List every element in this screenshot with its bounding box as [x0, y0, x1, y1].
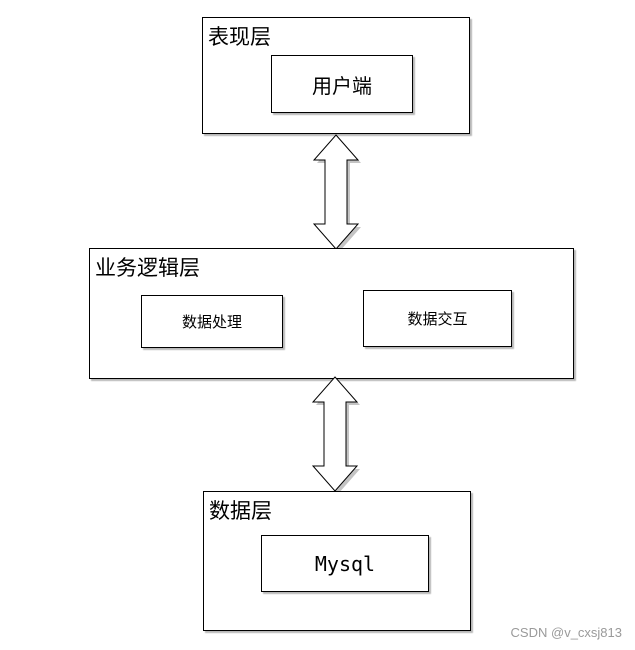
business-layer: 业务逻辑层 数据处理 数据交互 — [89, 248, 574, 379]
data-processing-box: 数据处理 — [141, 295, 283, 348]
data-interaction-box: 数据交互 — [363, 290, 512, 347]
arrow-bottom-shape — [311, 376, 359, 492]
presentation-layer-title: 表现层 — [208, 25, 271, 49]
mysql-box: Mysql — [261, 535, 429, 592]
client-box-label: 用户端 — [312, 73, 372, 98]
arrow-top-shape — [312, 134, 360, 250]
business-layer-title: 业务逻辑层 — [95, 256, 200, 280]
data-layer: 数据层 Mysql — [203, 491, 471, 631]
data-processing-box-label: 数据处理 — [181, 313, 242, 331]
double-arrow-top — [312, 134, 361, 252]
client-box: 用户端 — [271, 55, 413, 113]
data-interaction-box-label: 数据交互 — [407, 310, 468, 328]
mysql-box-label: Mysql — [314, 551, 376, 576]
data-layer-title: 数据层 — [209, 499, 272, 523]
csdn-watermark: CSDN @v_cxsj813 — [510, 625, 622, 640]
double-arrow-bottom — [311, 376, 360, 494]
presentation-layer: 表现层 用户端 — [202, 17, 470, 134]
